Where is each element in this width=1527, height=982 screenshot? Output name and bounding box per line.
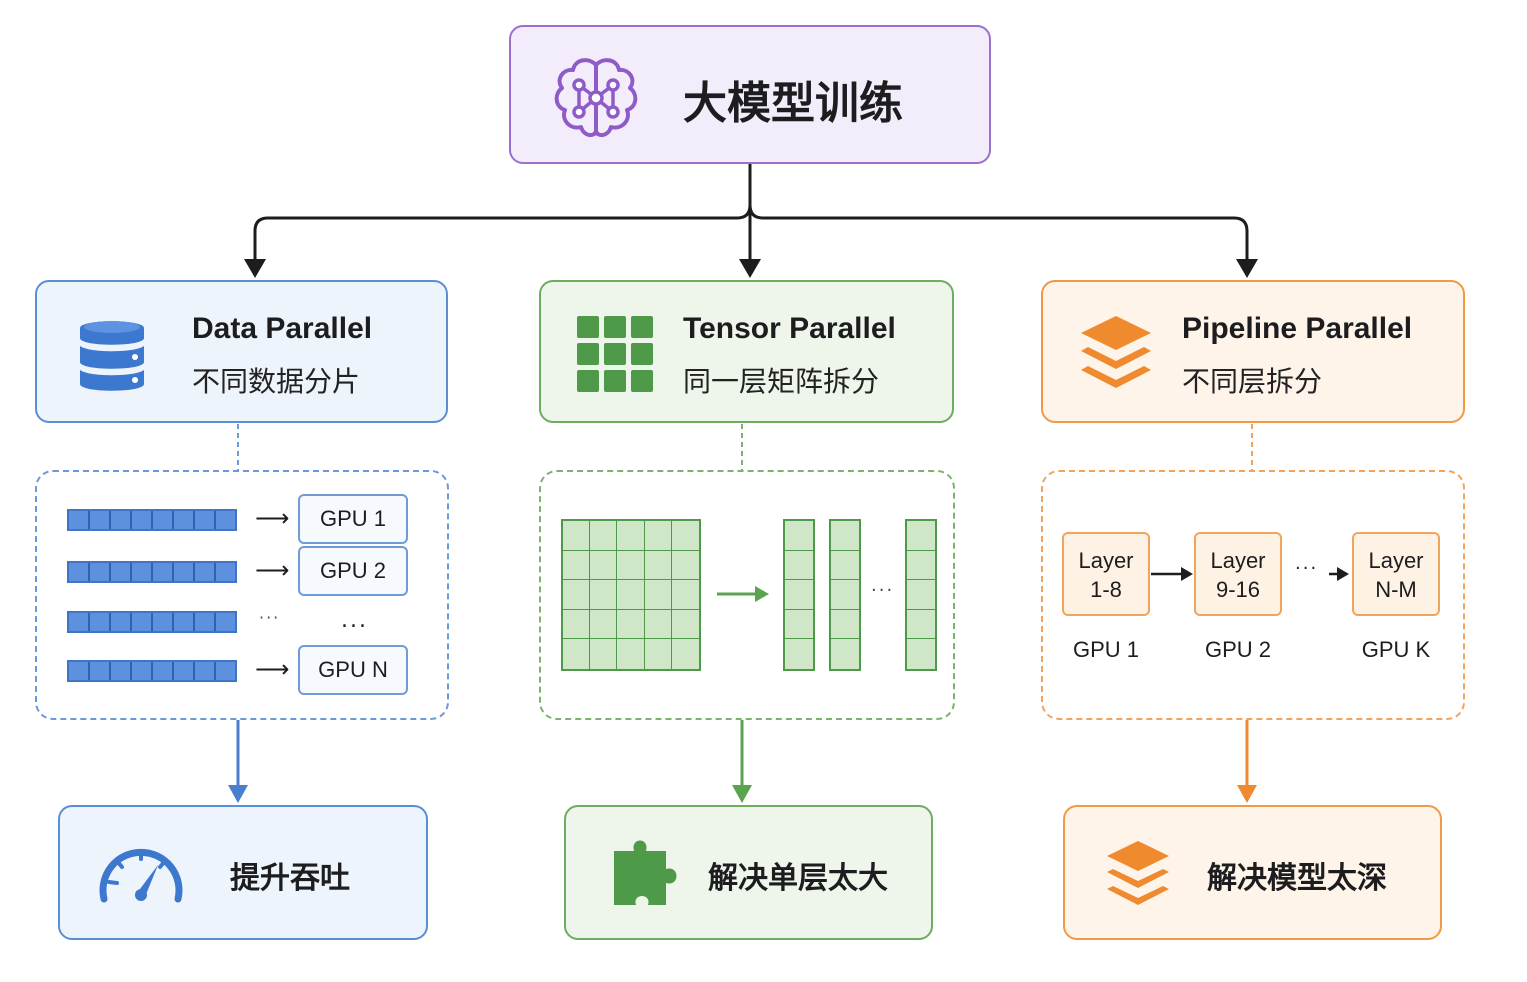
arrow-right-icon [1151, 567, 1193, 581]
arrow-head-data-outcome [228, 785, 248, 803]
layer-stage-1: Layer 1-8 [1062, 532, 1150, 616]
data-parallel-outcome-text: 提升吞吐 [230, 861, 350, 896]
arrow-right-icon: ⟶ [255, 655, 290, 683]
ellipsis: ··· [259, 608, 281, 627]
tensor-parallel-title: Tensor Parallel [683, 312, 896, 345]
arrow-head-pipe-outcome [1237, 785, 1257, 803]
tensor-parallel-subtitle: 同一层矩阵拆分 [683, 365, 880, 398]
data-shard-3 [67, 611, 237, 633]
root-node: 大模型训练 [509, 25, 991, 164]
weight-matrix [561, 519, 701, 671]
arrow-head-data [244, 259, 266, 278]
arrow-right-icon [1329, 567, 1349, 581]
pipeline-parallel-outcome-text: 解决模型太深 [1207, 861, 1387, 896]
arrow-right-icon: ⟶ [255, 556, 290, 584]
arrow-head-tensor-outcome [732, 785, 752, 803]
layer-stage-2: Layer 9-16 [1194, 532, 1282, 616]
matrix-slice [905, 519, 937, 671]
gpu-box: GPU 2 [298, 546, 408, 596]
ellipsis: ··· [1295, 558, 1319, 579]
data-shard-2 [67, 561, 237, 583]
ellipsis: ··· [871, 580, 895, 601]
gpu-box: GPU 1 [298, 494, 408, 544]
tensor-parallel-panel: ··· [539, 470, 955, 720]
arrow-head-tensor [739, 259, 761, 278]
matrix-slice [829, 519, 861, 671]
pipeline-parallel-title: Pipeline Parallel [1182, 312, 1413, 345]
puzzle-icon [614, 840, 677, 905]
layers-icon [1107, 841, 1169, 905]
stage-gpu-label: GPU 2 [1204, 637, 1272, 662]
stage-gpu-label: GPU 1 [1072, 637, 1140, 662]
pipeline-parallel-panel: Layer 1-8 GPU 1 Layer 9-16 GPU 2 ··· Lay… [1041, 470, 1465, 720]
data-parallel-subtitle: 不同数据分片 [192, 365, 361, 398]
arrow-right-icon: ⟶ [255, 504, 290, 532]
gpu-box: GPU N [298, 645, 408, 695]
tensor-parallel-outcome: 解决单层太大 [564, 805, 933, 940]
matrix-slice [783, 519, 815, 671]
grid-icon [577, 316, 653, 392]
data-parallel-panel: ⟶ GPU 1 ⟶ GPU 2 ··· ... ⟶ GPU N [35, 470, 449, 720]
database-icon [80, 321, 144, 391]
tensor-parallel-outcome-text: 解决单层太大 [708, 861, 888, 896]
data-shard-4 [67, 660, 237, 682]
root-title: 大模型训练 [683, 78, 903, 129]
speedometer-icon [99, 848, 183, 903]
gpu-ellipsis: ... [341, 608, 368, 633]
data-parallel-card: Data Parallel 不同数据分片 [35, 280, 448, 423]
pipeline-parallel-card: Pipeline Parallel 不同层拆分 [1041, 280, 1465, 423]
arrow-right-icon [717, 586, 769, 602]
layer-stage-k: Layer N-M [1352, 532, 1440, 616]
pipeline-parallel-outcome: 解决模型太深 [1063, 805, 1442, 940]
layers-icon [1081, 316, 1151, 388]
stage-gpu-label: GPU K [1361, 637, 1431, 662]
brain-network-icon [554, 58, 638, 138]
root-connector [253, 164, 1249, 262]
arrow-head-pipeline [1236, 259, 1258, 278]
data-parallel-title: Data Parallel [192, 312, 373, 345]
pipeline-parallel-subtitle: 不同层拆分 [1182, 365, 1323, 398]
tensor-parallel-card: Tensor Parallel 同一层矩阵拆分 [539, 280, 954, 423]
data-parallel-outcome: 提升吞吐 [58, 805, 428, 940]
data-shard-1 [67, 509, 237, 531]
